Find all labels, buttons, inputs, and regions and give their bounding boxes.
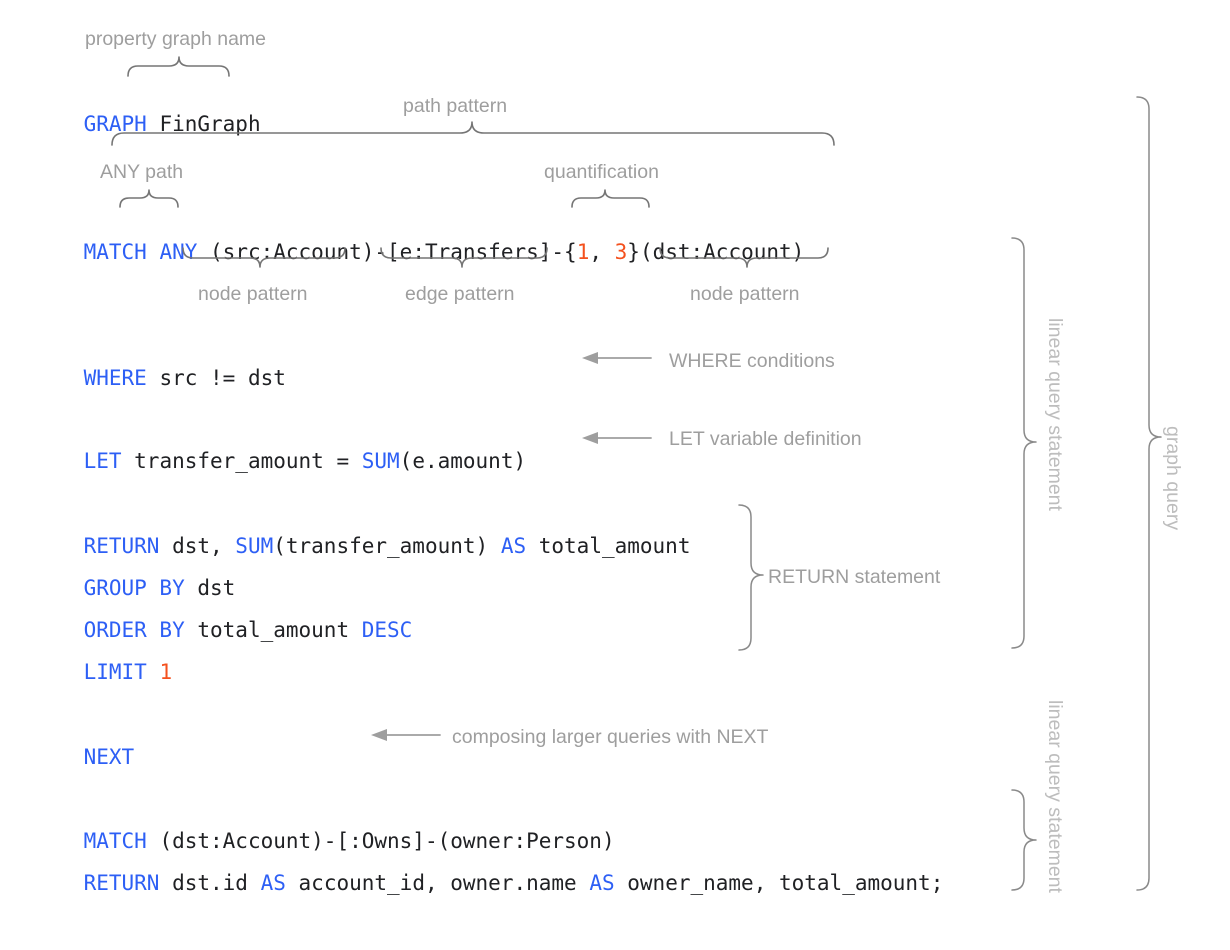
node-pattern-dst: }(dst:Account)	[627, 240, 805, 264]
label-edge-pattern: edge pattern	[405, 283, 515, 305]
code-line-match: MATCH ANY (src:Account)-[e:Transfers]-{1…	[33, 221, 805, 284]
let-expression: (e.amount)	[399, 449, 527, 473]
keyword-any: ANY	[159, 240, 198, 264]
label-composing-next: composing larger queries with NEXT	[452, 726, 769, 748]
node-pattern-src: (src:Account)-[e:Transfers]-{	[197, 240, 577, 264]
keyword-return: RETURN	[83, 871, 160, 895]
keyword-where: WHERE	[83, 366, 147, 390]
limit-value: 1	[146, 660, 173, 684]
return-2-item-2: account_id, owner.name	[285, 871, 590, 895]
code-line-next: NEXT	[33, 726, 135, 789]
code-line-return-2: RETURN dst.id AS account_id, owner.name …	[33, 852, 944, 915]
keyword-desc: DESC	[361, 618, 413, 642]
keyword-limit: LIMIT	[83, 660, 147, 684]
arrow-let-variable-definition	[582, 432, 652, 444]
label-quantification: quantification	[544, 161, 659, 183]
return-sum-arg: (transfer_amount)	[273, 534, 501, 558]
code-line-return-1: RETURN dst, SUM(transfer_amount) AS tota…	[33, 515, 691, 578]
keyword-order-by: ORDER BY	[83, 618, 185, 642]
code-line-graph: GRAPH FinGraph	[33, 93, 261, 156]
match-2-pattern: (dst:Account)-[:Owns]-(owner:Person)	[146, 829, 615, 853]
label-where-conditions: WHERE conditions	[669, 350, 835, 372]
return-alias: total_amount	[526, 534, 691, 558]
label-path-pattern: path pattern	[403, 95, 508, 117]
keyword-as: AS	[500, 534, 527, 558]
label-property-graph-name: property graph name	[85, 28, 267, 50]
label-return-statement: RETURN statement	[768, 566, 941, 588]
code-line-limit: LIMIT 1	[33, 641, 173, 704]
return-2-item-1: dst.id	[159, 871, 261, 895]
keyword-match: MATCH	[83, 240, 147, 264]
keyword-match: MATCH	[83, 829, 147, 853]
label-linear-query-statement-1: linear query statement	[1044, 318, 1066, 511]
brace-any-path	[119, 189, 179, 208]
return-items: dst,	[159, 534, 236, 558]
graph-name: FinGraph	[146, 112, 261, 136]
function-sum: SUM	[361, 449, 400, 473]
code-line-where: WHERE src != dst	[33, 347, 286, 410]
quantifier-upper: 3	[614, 240, 628, 264]
let-variable: transfer_amount =	[121, 449, 362, 473]
keyword-let: LET	[83, 449, 122, 473]
group-by-key: dst	[184, 576, 236, 600]
code-line-let: LET transfer_amount = SUM(e.amount)	[33, 430, 527, 493]
label-linear-query-statement-2: linear query statement	[1044, 700, 1066, 893]
keyword-as: AS	[260, 871, 286, 895]
keyword-return: RETURN	[83, 534, 160, 558]
quantifier-sep: ,	[589, 240, 615, 264]
return-2-tail: owner_name, total_amount;	[614, 871, 944, 895]
brace-graph-query	[1136, 96, 1162, 891]
order-by-key: total_amount	[184, 618, 362, 642]
label-node-pattern-left: node pattern	[198, 283, 308, 305]
function-sum: SUM	[235, 534, 274, 558]
where-expression: src != dst	[146, 366, 286, 390]
label-any-path: ANY path	[100, 161, 184, 183]
label-let-variable-definition: LET variable definition	[669, 428, 862, 450]
arrow-composing-next	[371, 729, 441, 741]
keyword-as: AS	[589, 871, 615, 895]
keyword-next: NEXT	[83, 745, 135, 769]
code-line-order-by: ORDER BY total_amount DESC	[33, 599, 413, 662]
keyword-group-by: GROUP BY	[83, 576, 185, 600]
brace-linear-query-statement-2	[1011, 789, 1037, 891]
brace-quantification	[571, 189, 650, 208]
space-1	[147, 240, 160, 264]
brace-linear-query-statement-1	[1011, 237, 1037, 649]
keyword-graph: GRAPH	[83, 112, 147, 136]
code-line-group-by: GROUP BY dst	[33, 557, 236, 620]
label-node-pattern-right: node pattern	[690, 283, 800, 305]
brace-property-graph-name	[127, 56, 230, 77]
arrow-where-conditions	[582, 352, 652, 364]
code-line-match-2: MATCH (dst:Account)-[:Owns]-(owner:Perso…	[33, 810, 615, 873]
quantifier-lower: 1	[576, 240, 590, 264]
brace-return-statement	[738, 504, 764, 651]
label-graph-query: graph query	[1162, 426, 1184, 531]
